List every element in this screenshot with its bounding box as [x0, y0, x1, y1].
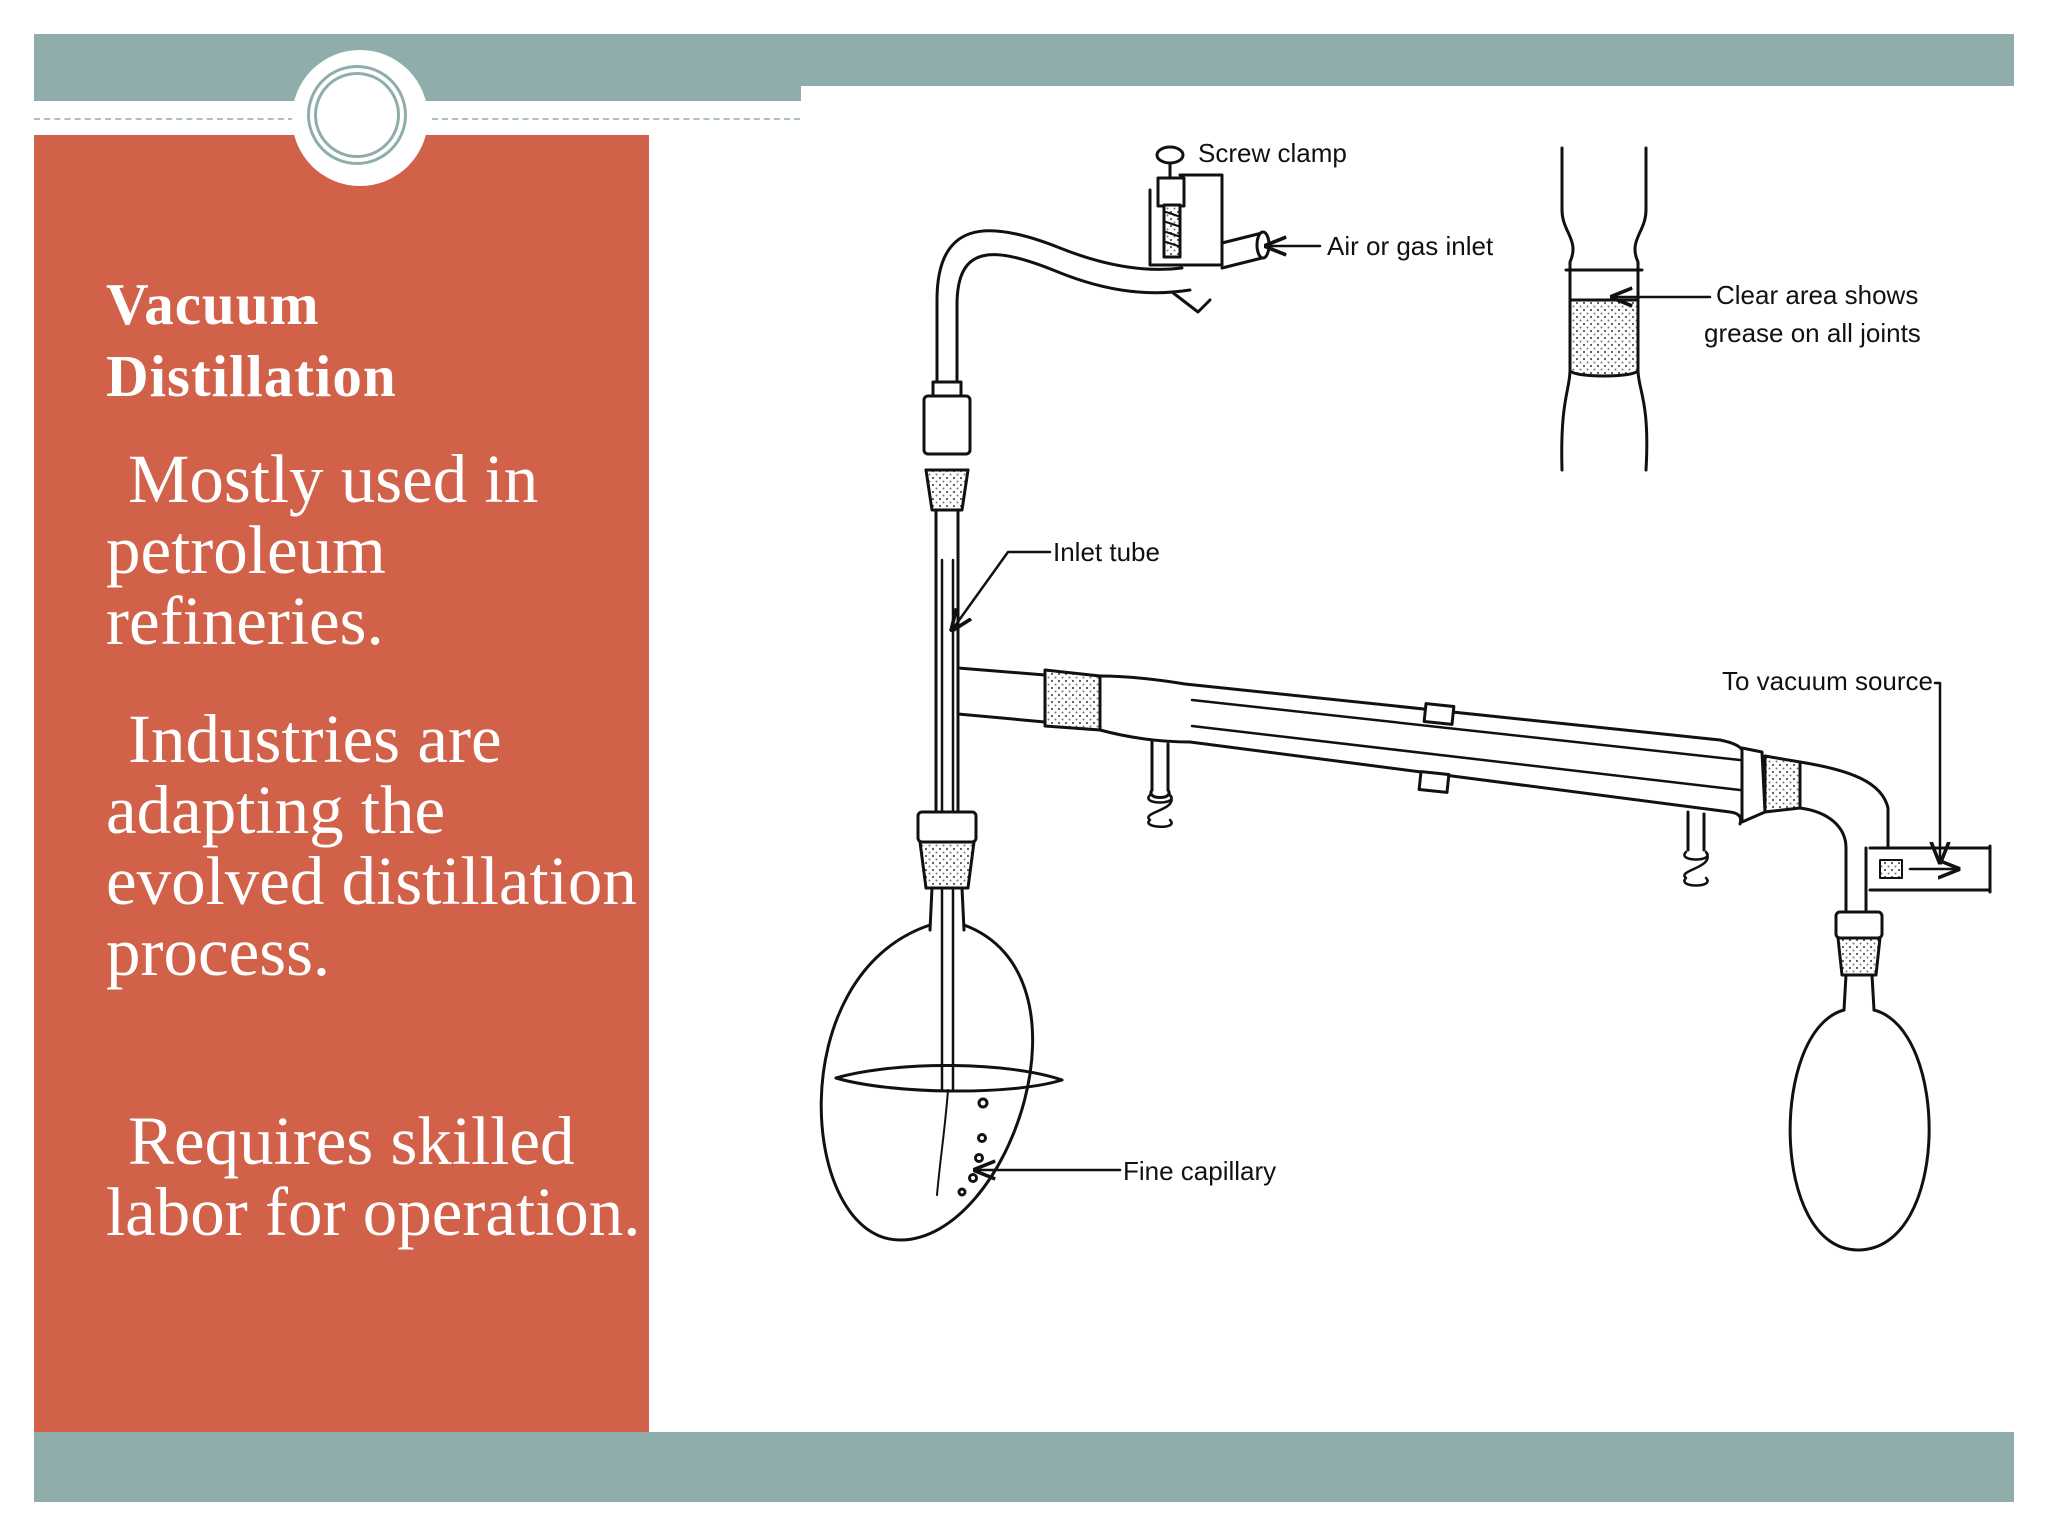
diagram-panel [801, 86, 2014, 1432]
leader-lines [952, 246, 1940, 1170]
condenser-inlet-joint [1043, 668, 1192, 744]
label-vacuum-source: To vacuum source [1722, 666, 1933, 696]
vacuum-adapter [1740, 746, 1992, 1012]
label-air-inlet: Air or gas inlet [1327, 231, 1494, 261]
bottom-band [34, 1432, 2014, 1502]
air-inlet-tube [1220, 230, 1271, 270]
slide-title: Vacuum Distillation [106, 271, 397, 409]
side-arm [956, 666, 1047, 724]
bullet-item: Mostly used in petroleum refineries. [106, 441, 539, 659]
condenser-icon [1147, 682, 1745, 887]
inlet-tube-assembly [922, 380, 972, 1092]
header-dashed-line-right [432, 118, 800, 120]
distilling-flask-icon [819, 923, 1064, 1242]
rubber-tubing [935, 229, 1192, 382]
ornament-outer-ring [307, 65, 407, 165]
header-dashed-line-left [34, 118, 294, 120]
text-panel [34, 135, 649, 1432]
screw-clamp-icon [1148, 145, 1224, 314]
ornament-inner-ring [314, 72, 400, 158]
bullet-item: Industries are adapting the evolved dist… [106, 701, 637, 990]
label-inlet-tube: Inlet tube [1053, 537, 1160, 567]
greased-joint-inset [1560, 146, 1649, 472]
circle-ornament-icon [292, 50, 428, 186]
flask-neck-joint [916, 810, 978, 932]
label-screw-clamp: Screw clamp [1198, 138, 1347, 168]
vacuum-distillation-diagram: Screw clamp Air or gas inlet Clear area … [819, 138, 1992, 1252]
label-fine-capillary: Fine capillary [1123, 1156, 1276, 1186]
label-clear-area-line2: grease on all joints [1704, 318, 1921, 348]
label-clear-area-line1: Clear area shows [1716, 280, 1918, 310]
bullet-item: Requires skilled labor for operation. [106, 1103, 641, 1250]
receiving-flask-icon [1788, 1008, 1931, 1252]
